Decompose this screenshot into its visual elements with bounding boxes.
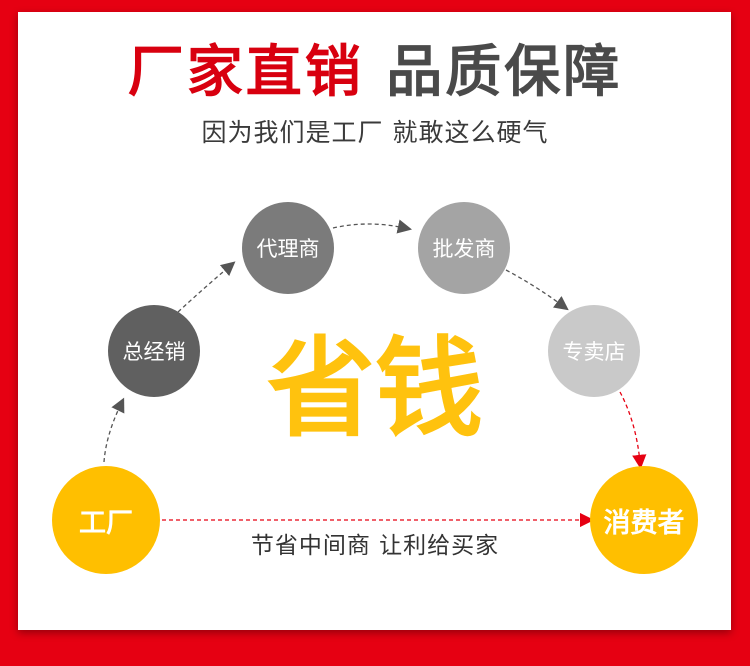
arrow-factory-to-distributor bbox=[103, 397, 125, 463]
node-wholesaler: 批发商 bbox=[418, 202, 510, 294]
arrow-agent-to-wholesaler bbox=[332, 219, 412, 234]
arrow-store-to-consumer bbox=[619, 391, 647, 470]
flow-caption: 节省中间商 让利给买家 bbox=[250, 533, 500, 559]
node-distributor: 总经销 bbox=[108, 305, 200, 397]
node-store: 专卖店 bbox=[548, 305, 640, 397]
node-consumer: 消费者 bbox=[590, 466, 698, 574]
headline-red: 厂家直销 bbox=[127, 40, 364, 105]
page-title: 厂家直销 品质保障 bbox=[0, 40, 750, 106]
center-slogan: 省钱 bbox=[266, 327, 483, 452]
node-agent: 代理商 bbox=[242, 202, 334, 294]
arrow-distributor-to-agent bbox=[177, 261, 236, 313]
headline-gray: 品质保障 bbox=[386, 40, 623, 105]
arrow-wholesaler-to-store bbox=[505, 269, 569, 311]
page-subtitle: 因为我们是工厂 就敢这么硬气 bbox=[201, 118, 549, 147]
node-factory: 工厂 bbox=[52, 466, 160, 574]
